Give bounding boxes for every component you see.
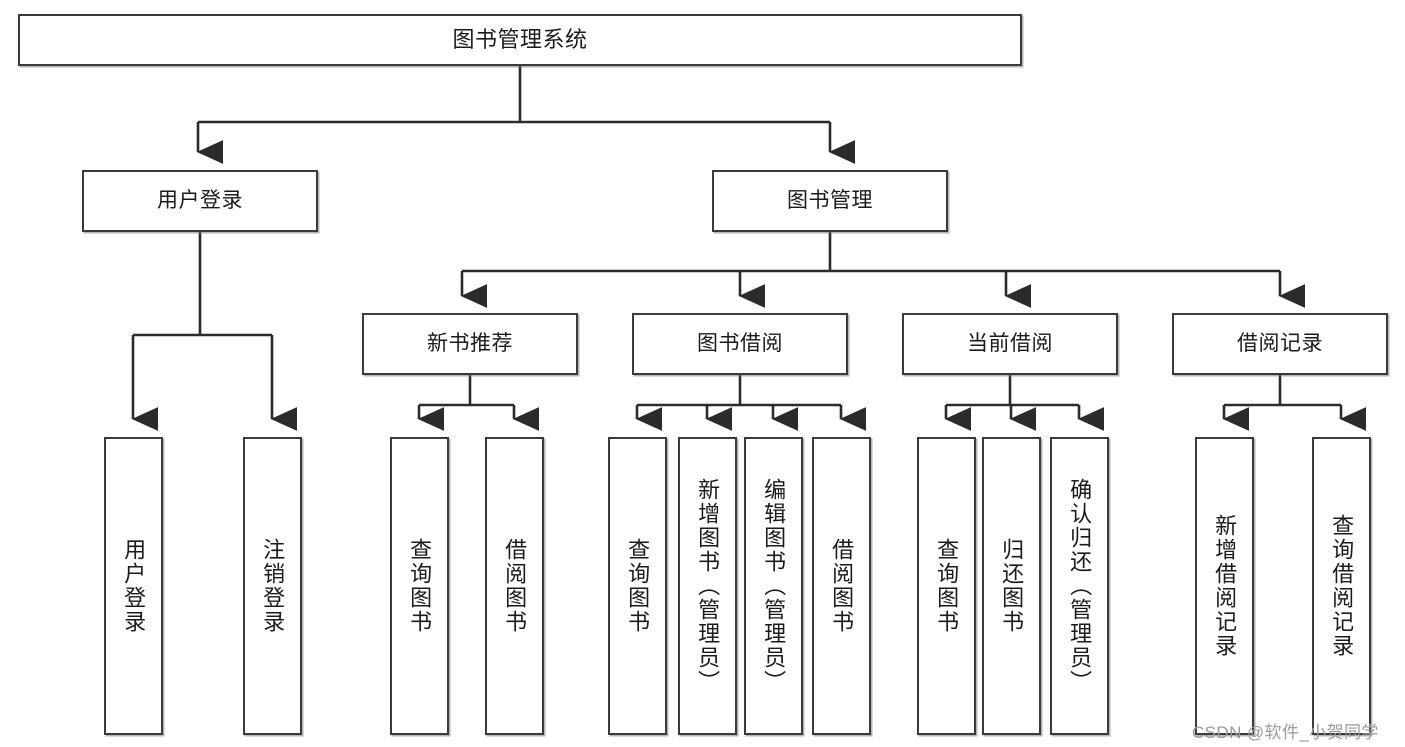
node-label: 新书推荐 — [427, 332, 513, 356]
node-label: 图书借阅 — [697, 332, 783, 356]
node-borrow-record[interactable]: 借阅记录 — [1172, 313, 1388, 375]
node-book-borrow[interactable]: 图书借阅 — [632, 313, 848, 375]
node-leaf-query-books-2[interactable]: 查询图书 — [608, 437, 667, 735]
node-label: 注销登录 — [260, 538, 286, 634]
node-leaf-edit-book-admin[interactable]: 编辑图书（管理员） — [744, 437, 803, 735]
node-leaf-query-books-3[interactable]: 查询图书 — [917, 437, 976, 735]
node-leaf-borrow-books-2[interactable]: 借阅图书 — [812, 437, 871, 735]
node-label: 借阅记录 — [1237, 332, 1323, 356]
node-new-book-recommend[interactable]: 新书推荐 — [362, 313, 578, 375]
node-label: 借阅图书 — [829, 538, 855, 634]
node-label: 用户登录 — [121, 538, 147, 634]
csdn-watermark: CSDN @软件_小贺同学 — [1192, 723, 1379, 742]
node-leaf-add-book-admin[interactable]: 新增图书（管理员） — [678, 437, 737, 735]
node-label: 图书管理系统 — [452, 26, 588, 52]
node-leaf-user-login[interactable]: 用户登录 — [104, 437, 163, 735]
node-leaf-logout-login[interactable]: 注销登录 — [243, 437, 302, 735]
node-label: 用户登录 — [157, 189, 243, 213]
node-label: 归还图书 — [999, 538, 1025, 634]
node-label: 当前借阅 — [967, 332, 1053, 356]
node-label: 查询借阅记录 — [1329, 514, 1355, 658]
node-root-book-management-system[interactable]: 图书管理系统 — [18, 14, 1022, 66]
node-label: 新增借阅记录 — [1212, 514, 1238, 658]
node-label: 借阅图书 — [502, 538, 528, 634]
node-leaf-query-borrow-record[interactable]: 查询借阅记录 — [1312, 437, 1371, 735]
node-label: 查询图书 — [407, 538, 433, 634]
node-label: 查询图书 — [934, 538, 960, 634]
node-label: 确认归还（管理员） — [1067, 478, 1093, 694]
node-label: 图书管理 — [787, 189, 873, 213]
node-user-login[interactable]: 用户登录 — [82, 170, 318, 232]
node-leaf-add-borrow-record[interactable]: 新增借阅记录 — [1195, 437, 1254, 735]
node-book-manage[interactable]: 图书管理 — [712, 170, 948, 232]
node-current-borrow[interactable]: 当前借阅 — [902, 313, 1118, 375]
node-label: 编辑图书（管理员） — [761, 478, 787, 694]
node-leaf-borrow-books-1[interactable]: 借阅图书 — [485, 437, 544, 735]
node-leaf-confirm-return-admin[interactable]: 确认归还（管理员） — [1050, 437, 1109, 735]
node-label: 查询图书 — [625, 538, 651, 634]
node-label: 新增图书（管理员） — [695, 478, 721, 694]
node-leaf-return-books[interactable]: 归还图书 — [982, 437, 1041, 735]
node-leaf-query-books-1[interactable]: 查询图书 — [390, 437, 449, 735]
